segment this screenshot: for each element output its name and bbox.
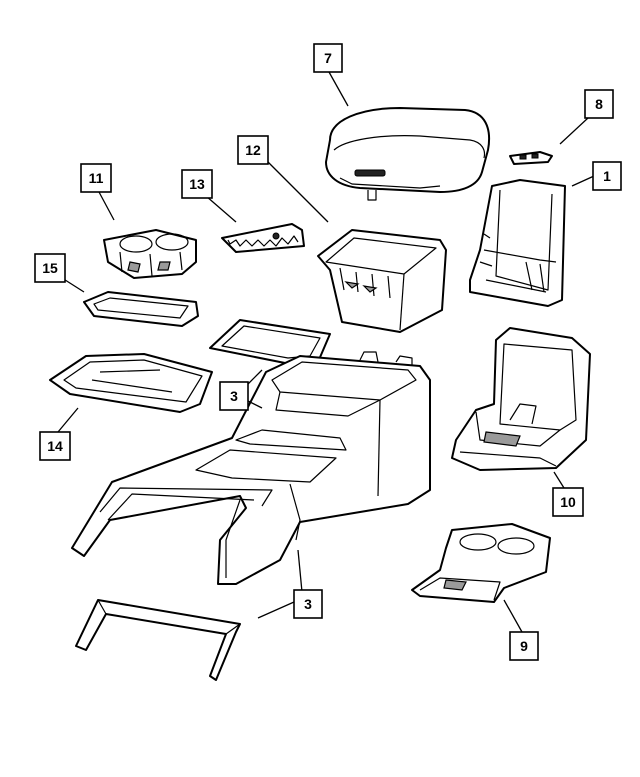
part-rear-cupholder [411,523,551,603]
callout-12-label: 12 [245,142,261,158]
part-cupholder-insert [103,229,197,279]
callout-14: 14 [39,431,71,461]
callout-1-label: 1 [603,168,611,184]
callout-14-label: 14 [47,438,63,454]
callout-11: 11 [80,163,112,193]
part-large-tray [49,353,213,413]
callout-3-lower: 3 [293,589,323,619]
callout-7-label: 7 [324,50,332,66]
callout-1: 1 [592,161,622,191]
callout-13: 13 [181,169,213,199]
callout-8: 8 [584,89,614,119]
callout-12: 12 [237,135,269,165]
callout-9: 9 [509,631,539,661]
part-small-tray [83,291,199,327]
part-storage-bin [317,229,447,333]
callout-13-label: 13 [189,176,205,192]
callout-15: 15 [34,253,66,283]
part-rear-bezel [469,179,566,307]
callout-10: 10 [552,487,584,517]
part-latch [509,151,553,165]
part-armrest-lid [325,107,490,201]
callout-11-label: 11 [89,170,104,186]
part-console-base [71,351,431,585]
part-bezel-ring-upper [209,319,331,365]
callout-3-upper-label: 3 [230,388,238,404]
callout-9-label: 9 [520,638,528,654]
callout-8-label: 8 [595,96,603,112]
leader-lines [57,71,595,633]
part-mat [221,223,305,253]
callout-15-label: 15 [42,260,58,276]
callout-3-lower-label: 3 [304,596,312,612]
callout-7: 7 [313,43,343,73]
callout-3-upper: 3 [219,381,249,411]
part-shifter-housing [451,327,591,471]
part-bottom-frame [75,599,241,681]
callout-10-label: 10 [560,494,576,510]
